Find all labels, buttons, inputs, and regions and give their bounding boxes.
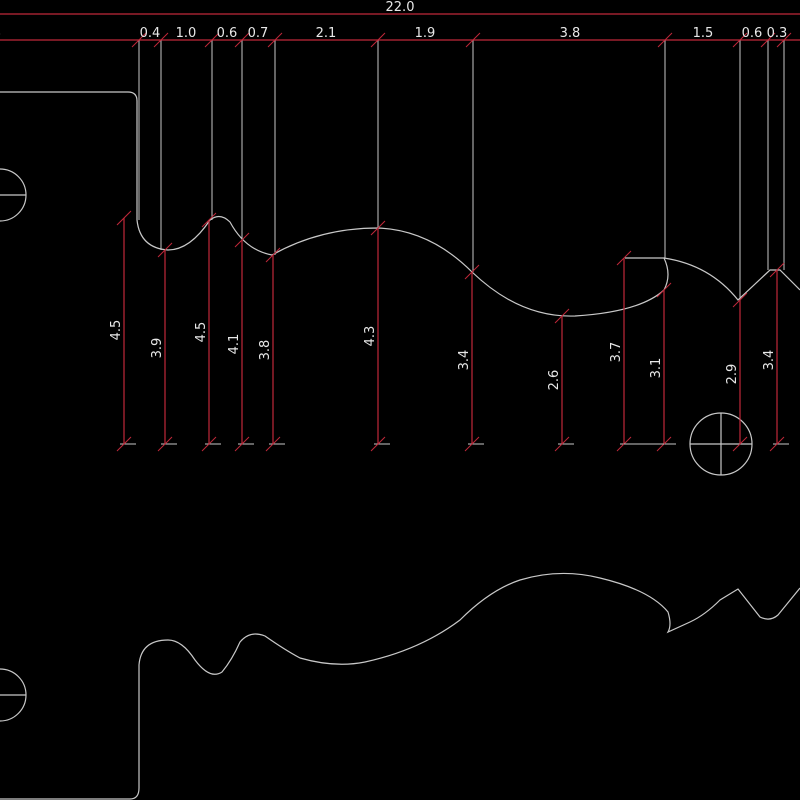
dimension-tick xyxy=(732,436,748,452)
vertical-dimension-label: 3.8 xyxy=(258,340,273,361)
horizontal-dimension-label: 0.6 xyxy=(742,26,763,41)
dimensions: 22.0 3 0.4 1.0 0.6 0.7 2.1 1.9 3.8 1.5 0.6 0.3 4.5 3.… xyxy=(0,0,800,452)
dimension-tick xyxy=(234,32,250,48)
dimension-tick xyxy=(157,436,173,452)
dimension-tick xyxy=(370,32,386,48)
dimension-tick xyxy=(153,32,169,48)
dimension-tick xyxy=(554,308,570,324)
horizontal-dimension-label: 3.8 xyxy=(560,26,581,41)
dimension-tick xyxy=(465,32,481,48)
dimension-tick xyxy=(760,32,776,48)
horizontal-dimension-label: 1.9 xyxy=(415,26,436,41)
dimension-tick xyxy=(769,436,785,452)
dimension-tick xyxy=(157,242,173,258)
horizontal-dimension-label: 0.4 xyxy=(140,26,161,41)
vertical-dimension-label: 4.3 xyxy=(363,326,378,347)
horizontal-dimension-label: 1.5 xyxy=(693,26,714,41)
horizontal-dimension-label: 0.3 xyxy=(767,26,788,41)
part-geometry xyxy=(0,91,800,800)
vertical-dimension-label: 3.1 xyxy=(649,358,664,379)
dimension-tick xyxy=(234,436,250,452)
vertical-dimension-label: 2.6 xyxy=(547,370,562,391)
hole-left-bottom xyxy=(0,668,27,722)
dimension-tick xyxy=(657,32,673,48)
dimension-tick xyxy=(732,32,748,48)
dimension-tick xyxy=(265,436,281,452)
overall-dimension-label: 22.0 xyxy=(386,0,415,15)
vertical-dimension-label: 2.9 xyxy=(725,364,740,385)
dimension-tick xyxy=(370,220,386,236)
vertical-dimension-label: 3.4 xyxy=(457,350,472,371)
top-profile xyxy=(0,91,669,317)
dimension-tick xyxy=(131,32,147,48)
vertical-dimension-label: 4.1 xyxy=(227,334,242,355)
dimension-tick xyxy=(656,282,672,298)
dimension-tick xyxy=(616,250,632,266)
dimension-tick xyxy=(116,436,132,452)
horizontal-dimension-label: 2.1 xyxy=(316,26,337,41)
top-profile-right xyxy=(663,257,800,301)
dimension-tick xyxy=(204,32,220,48)
vertical-dimension-label: 4.5 xyxy=(194,322,209,343)
horizontal-dimension-label: 0.7 xyxy=(248,26,269,41)
dimension-tick xyxy=(234,232,250,248)
bottom-profile xyxy=(0,572,800,800)
dimension-tick xyxy=(265,247,281,263)
horizontal-dimension-label: 1.0 xyxy=(176,26,197,41)
dimension-tick xyxy=(554,436,570,452)
dimension-tick xyxy=(116,210,132,226)
dimension-tick xyxy=(769,262,785,278)
dimension-tick xyxy=(370,436,386,452)
horizontal-dimension-label: 3 xyxy=(0,26,1,41)
vertical-dimension-label: 4.5 xyxy=(109,320,124,341)
vertical-dimension-label: 3.4 xyxy=(762,350,777,371)
dimension-tick xyxy=(464,436,480,452)
dimension-tick xyxy=(464,264,480,280)
dimension-tick xyxy=(201,436,217,452)
dimension-tick xyxy=(732,292,748,308)
vertical-dimension-label: 3.7 xyxy=(609,342,624,363)
hole-left-top xyxy=(0,168,27,222)
horizontal-dimension-label: 0.6 xyxy=(217,26,238,41)
vertical-dimension-label: 3.9 xyxy=(150,338,165,359)
dimension-tick xyxy=(201,212,217,228)
dimension-tick xyxy=(776,32,792,48)
dimension-tick xyxy=(267,32,283,48)
